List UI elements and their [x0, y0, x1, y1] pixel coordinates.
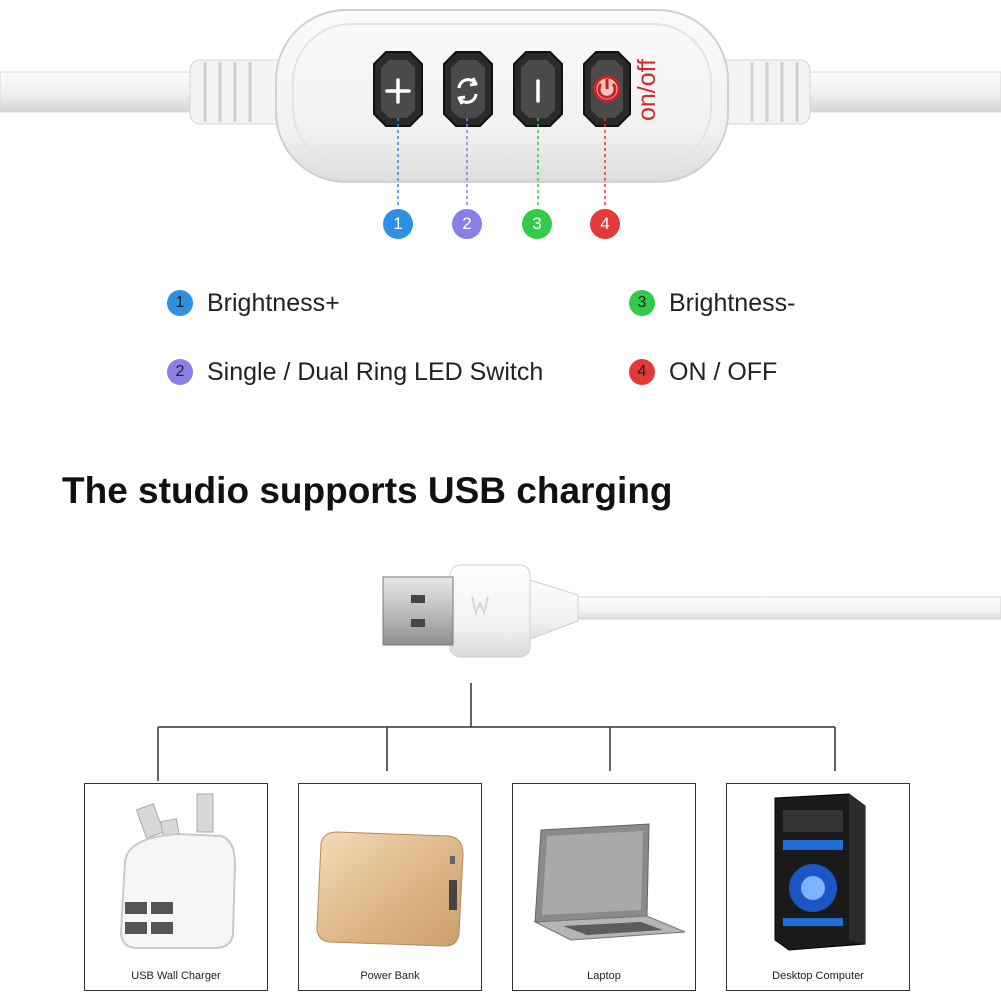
legend-label: Brightness-: [669, 288, 796, 317]
device-card-usb-wall-charger: USB Wall Charger: [84, 783, 268, 991]
usb-cable-wire: [569, 596, 1001, 620]
section-heading: The studio supports USB charging: [62, 470, 673, 511]
strain-relief-right: [717, 59, 811, 125]
legend-badge-1: 1: [167, 290, 193, 316]
cable-left: [0, 71, 201, 113]
laptop-icon: [533, 823, 686, 941]
legend-item-brightness-down: 3 Brightness-: [629, 286, 795, 320]
device-label: Power Bank: [360, 970, 420, 982]
switch-cycle-icon: [457, 77, 478, 105]
desktop-computer-icon: [774, 793, 866, 951]
legend-item-on-off: 4 ON / OFF: [629, 355, 777, 389]
usb-wall-charger-icon: [119, 793, 237, 949]
cable-right: [799, 71, 1001, 113]
legend-label: ON / OFF: [669, 357, 778, 386]
usb-plug-housing: [449, 564, 531, 658]
device-label: Desktop Computer: [772, 970, 864, 982]
onoff-text: on/off: [633, 59, 661, 121]
usb-cable: [157, 564, 1001, 781]
remote-controller: on/off: [0, 9, 1001, 208]
device-label: Laptop: [587, 970, 621, 982]
plus-icon: [385, 78, 411, 104]
usb-connector: [382, 576, 454, 646]
device-card-desktop-computer: Desktop Computer: [726, 783, 910, 991]
legend-item-ring-switch: 2 Single / Dual Ring LED Switch: [167, 355, 543, 389]
strain-relief-left: [189, 59, 286, 125]
marker-1: 1: [383, 209, 413, 239]
legend-label: Single / Dual Ring LED Switch: [207, 357, 544, 386]
legend-badge-4: 4: [629, 359, 655, 385]
legend-label: Brightness+: [207, 288, 340, 317]
device-label: USB Wall Charger: [131, 970, 221, 982]
ring-switch-button[interactable]: [443, 51, 493, 127]
power-icon: [593, 75, 621, 103]
marker-4: 4: [590, 209, 620, 239]
legend-item-brightness-up: 1 Brightness+: [167, 286, 340, 320]
legend-badge-3: 3: [629, 290, 655, 316]
marker-2: 2: [452, 209, 482, 239]
marker-3: 3: [522, 209, 552, 239]
power-bank-icon: [316, 831, 464, 947]
legend-badge-2: 2: [167, 359, 193, 385]
device-card-power-bank: Power Bank: [298, 783, 482, 991]
device-card-laptop: Laptop: [512, 783, 696, 991]
